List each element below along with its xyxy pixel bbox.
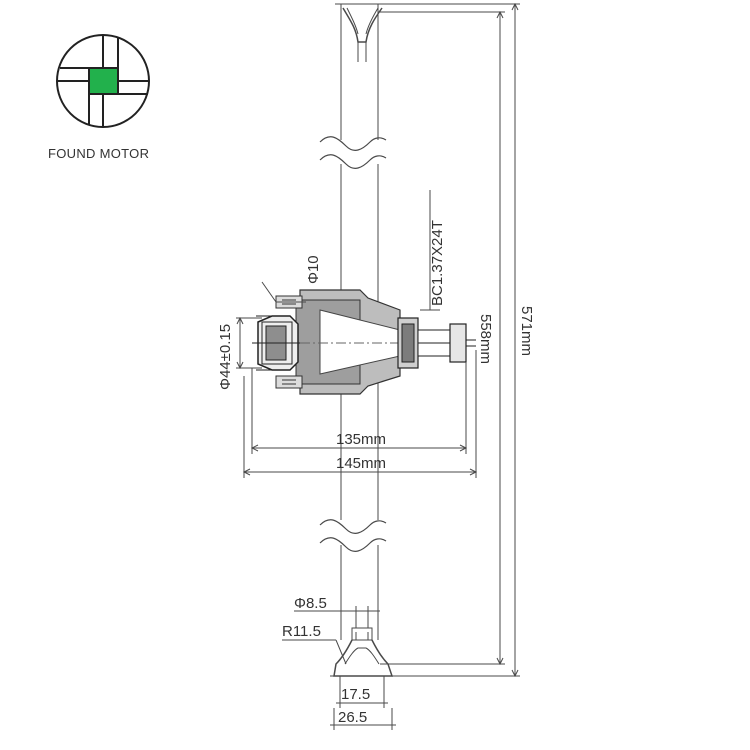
left-bearing [252,315,300,371]
label-r11-5: R11.5 [282,623,321,640]
dimension-145 [242,350,478,478]
r11-5-leader [282,639,347,665]
label-26-5: 26.5 [338,709,367,726]
label-558mm: 558mm [477,314,494,364]
found-motor-logo [56,34,150,128]
brand-name: FOUND MOTOR [48,146,150,161]
dimension-17-5 [336,676,388,708]
spline-leader [420,190,440,311]
label-145mm: 145mm [336,455,386,472]
phi8-5-dimension [294,606,380,628]
break-mark-top [319,136,387,169]
label-135mm: 135mm [336,431,386,448]
label-571mm: 571mm [518,306,535,356]
break-mark-bottom [319,519,387,552]
right-bearing-and-shaft [397,317,476,369]
rim-top-profile [335,3,390,62]
logo-accent-square [90,69,117,93]
rim-bottom-profile [330,627,395,677]
dimension-135 [250,362,468,454]
dimension-571 [382,2,520,678]
phi10-leader [261,281,306,303]
label-17-5: 17.5 [341,686,370,703]
hub-body [275,289,401,395]
label-phi10: Φ10 [305,255,322,284]
label-phi44: Φ44±0.15 [217,324,234,390]
phi44-dimension [236,316,262,370]
dimension-26-5 [330,708,396,730]
label-spline: BC1.37X24T [429,220,446,306]
dimension-558 [380,10,505,666]
label-phi8-5: Φ8.5 [294,595,327,612]
